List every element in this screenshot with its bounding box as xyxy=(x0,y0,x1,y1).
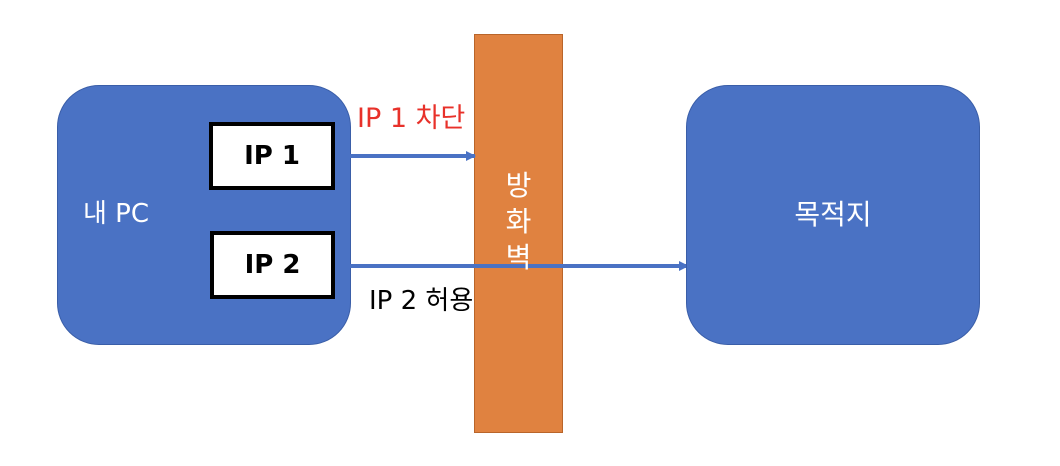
my-pc-label: 내 PC xyxy=(83,199,150,229)
ip2-allow-caption: IP 2 허용 xyxy=(369,286,474,316)
destination-node xyxy=(686,85,980,345)
firewall-node xyxy=(474,34,563,433)
ip1-block-caption: IP 1 차단 xyxy=(357,103,466,134)
ip2-label: IP 2 xyxy=(244,250,301,280)
ip1-label: IP 1 xyxy=(244,141,300,171)
firewall-char-2: 화 xyxy=(505,205,532,238)
firewall-char-3: 벽 xyxy=(505,241,532,274)
firewall-label: 방 화 벽 xyxy=(474,168,563,276)
ip1-box: IP 1 xyxy=(209,122,335,190)
destination-label: 목적지 xyxy=(794,198,872,231)
firewall-char-1: 방 xyxy=(505,169,532,202)
ip2-box: IP 2 xyxy=(210,231,335,299)
